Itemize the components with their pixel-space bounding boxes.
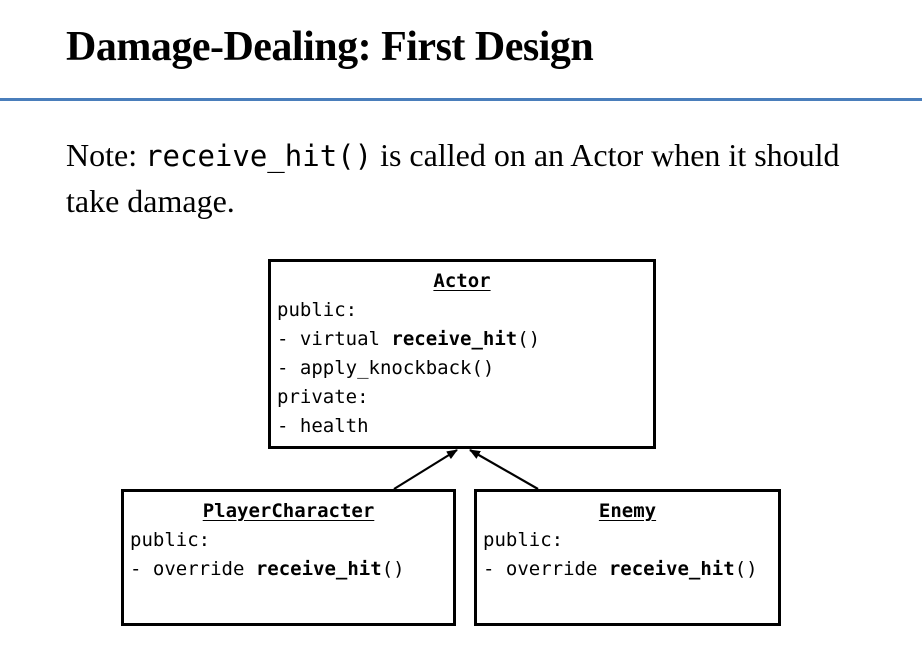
class-members-playercharacter: public: - override receive_hit() xyxy=(124,526,453,584)
page-title: Damage-Dealing: First Design xyxy=(66,24,594,70)
member-line: public: xyxy=(483,529,564,551)
member-line: public: xyxy=(277,299,358,321)
note-prefix: Note: xyxy=(66,137,146,173)
member-line: - override receive_hit() xyxy=(483,558,758,580)
uml-class-box-playercharacter[interactable]: PlayerCharacter public: - override recei… xyxy=(121,489,456,626)
member-line: public: xyxy=(130,529,211,551)
member-line: - virtual receive_hit() xyxy=(277,328,541,350)
class-name-playercharacter: PlayerCharacter xyxy=(202,500,375,522)
class-members-actor: public: - virtual receive_hit() - apply_… xyxy=(271,296,653,441)
note-suffix: is called on an Actor when it should tak… xyxy=(66,137,840,219)
class-name-enemy: Enemy xyxy=(598,500,657,522)
arrow-player-to-actor xyxy=(393,449,458,490)
uml-class-box-enemy[interactable]: Enemy public: - override receive_hit() xyxy=(474,489,781,626)
uml-class-box-actor[interactable]: Actor public: - virtual receive_hit() - … xyxy=(268,259,656,449)
note-code-receive-hit: receive_hit() xyxy=(145,139,373,173)
member-line: - apply_knockback() xyxy=(277,357,495,379)
member-line: private: xyxy=(277,386,369,408)
class-name-actor: Actor xyxy=(433,270,491,292)
title-divider-rule xyxy=(0,98,922,101)
arrow-enemy-to-actor xyxy=(469,449,539,490)
note-paragraph: Note: receive_hit() is called on an Acto… xyxy=(66,133,894,224)
class-members-enemy: public: - override receive_hit() xyxy=(477,526,778,584)
member-line: - health xyxy=(277,415,369,437)
member-line: - override receive_hit() xyxy=(130,558,405,580)
